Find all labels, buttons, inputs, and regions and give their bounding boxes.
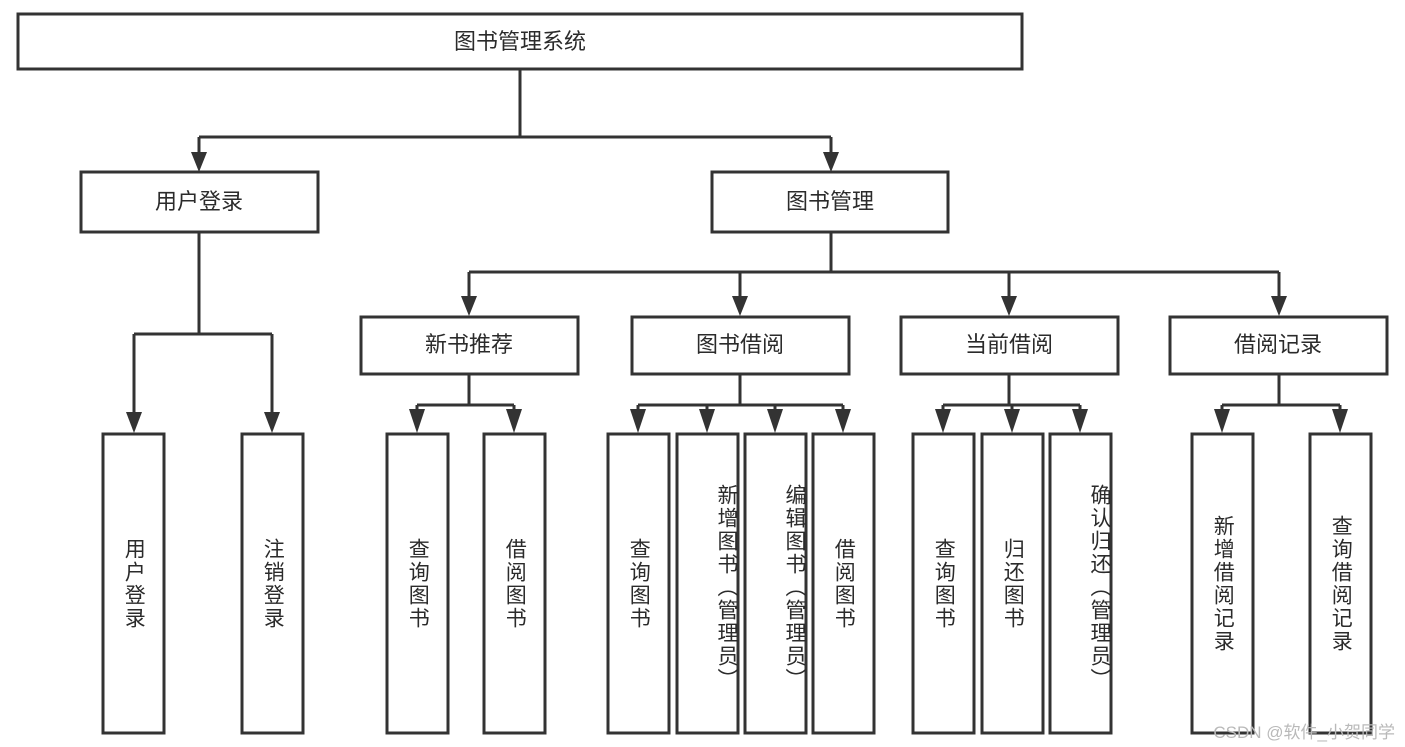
arrowhead-leaf-query-book-current <box>935 409 951 433</box>
node-user-login-box[interactable] <box>79 170 320 234</box>
connector-current-borrow-to-leaves <box>935 374 1088 433</box>
node-leaf-query-book-current-box[interactable] <box>911 432 976 735</box>
arrowhead-book-borrow <box>732 296 748 316</box>
node-leaf-borrow-book-box[interactable] <box>811 432 876 735</box>
connector-new-book-recommend-to-leaves <box>409 374 522 433</box>
arrowhead-new-book-recommend <box>461 296 477 316</box>
connector-root-to-level2 <box>191 69 839 172</box>
node-borrow-record[interactable]: 借阅记录 <box>1168 315 1389 376</box>
node-leaf-edit-book-admin-box[interactable] <box>743 432 808 735</box>
node-new-book-recommend[interactable]: 新书推荐 <box>359 315 580 376</box>
arrowhead-leaf-add-borrow-record <box>1214 409 1230 433</box>
arrowhead-leaf-return-book <box>1004 409 1020 433</box>
node-leaf-return-book-box[interactable] <box>980 432 1045 735</box>
node-leaf-query-book-borrow-box[interactable] <box>606 432 671 735</box>
node-book-management-label: 图书管理 <box>786 189 874 214</box>
node-new-book-recommend-label: 新书推荐 <box>425 332 513 357</box>
arrowhead-leaf-edit-book-admin <box>767 409 783 433</box>
node-user-login-label: 用户登录 <box>155 189 243 214</box>
node-leaf-borrow-book-recommend-box[interactable] <box>482 432 547 735</box>
connector-borrow-record-to-leaves <box>1214 374 1348 433</box>
arrowhead-leaf-query-borrow-record <box>1332 409 1348 433</box>
node-book-management-box[interactable] <box>710 170 950 234</box>
node-book-management[interactable]: 图书管理 <box>710 170 950 234</box>
arrowhead-leaf-user-login <box>126 412 142 433</box>
leaf-boxes <box>101 432 1373 735</box>
connector-book-management-to-level3 <box>461 232 1287 316</box>
node-book-borrow[interactable]: 图书借阅 <box>630 315 851 376</box>
connector-user-login-to-leaves <box>126 232 280 433</box>
node-borrow-record-box[interactable] <box>1168 315 1389 376</box>
node-leaf-query-borrow-record-box[interactable] <box>1308 432 1373 735</box>
node-root[interactable]: 图书管理系统 <box>16 12 1024 71</box>
arrowhead-book-management <box>823 152 839 172</box>
arrowhead-leaf-query-book-recommend <box>409 409 425 433</box>
arrowhead-user-login <box>191 152 207 172</box>
arrowhead-leaf-add-book-admin <box>699 409 715 433</box>
node-book-borrow-label: 图书借阅 <box>696 332 784 357</box>
arrowhead-leaf-user-logout <box>264 412 280 433</box>
node-leaf-user-logout-box[interactable] <box>240 432 305 735</box>
node-current-borrow-label: 当前借阅 <box>965 332 1053 357</box>
node-leaf-user-login-box[interactable] <box>101 432 166 735</box>
connector-book-borrow-to-leaves <box>630 374 851 433</box>
arrowhead-leaf-borrow-book-recommend <box>506 409 522 433</box>
node-leaf-add-book-admin-box[interactable] <box>675 432 740 735</box>
node-borrow-record-label: 借阅记录 <box>1234 332 1322 357</box>
arrowhead-leaf-confirm-return-admin <box>1072 409 1088 433</box>
arrowhead-borrow-record <box>1271 296 1287 316</box>
node-new-book-recommend-box[interactable] <box>359 315 580 376</box>
node-root-label: 图书管理系统 <box>454 29 586 54</box>
arrowhead-current-borrow <box>1001 296 1017 316</box>
csdn-watermark: CSDN @软件_小贺同学 <box>1213 723 1395 742</box>
node-book-borrow-box[interactable] <box>630 315 851 376</box>
node-leaf-add-borrow-record-box[interactable] <box>1190 432 1255 735</box>
arrowhead-leaf-query-book-borrow <box>630 409 646 433</box>
node-current-borrow-box[interactable] <box>899 315 1120 376</box>
node-leaf-query-book-recommend-box[interactable] <box>385 432 450 735</box>
node-user-login[interactable]: 用户登录 <box>79 170 320 234</box>
node-current-borrow[interactable]: 当前借阅 <box>899 315 1120 376</box>
node-root-box[interactable] <box>16 12 1024 71</box>
node-leaf-confirm-return-admin-box[interactable] <box>1048 432 1113 735</box>
arrowhead-leaf-borrow-book <box>835 409 851 433</box>
